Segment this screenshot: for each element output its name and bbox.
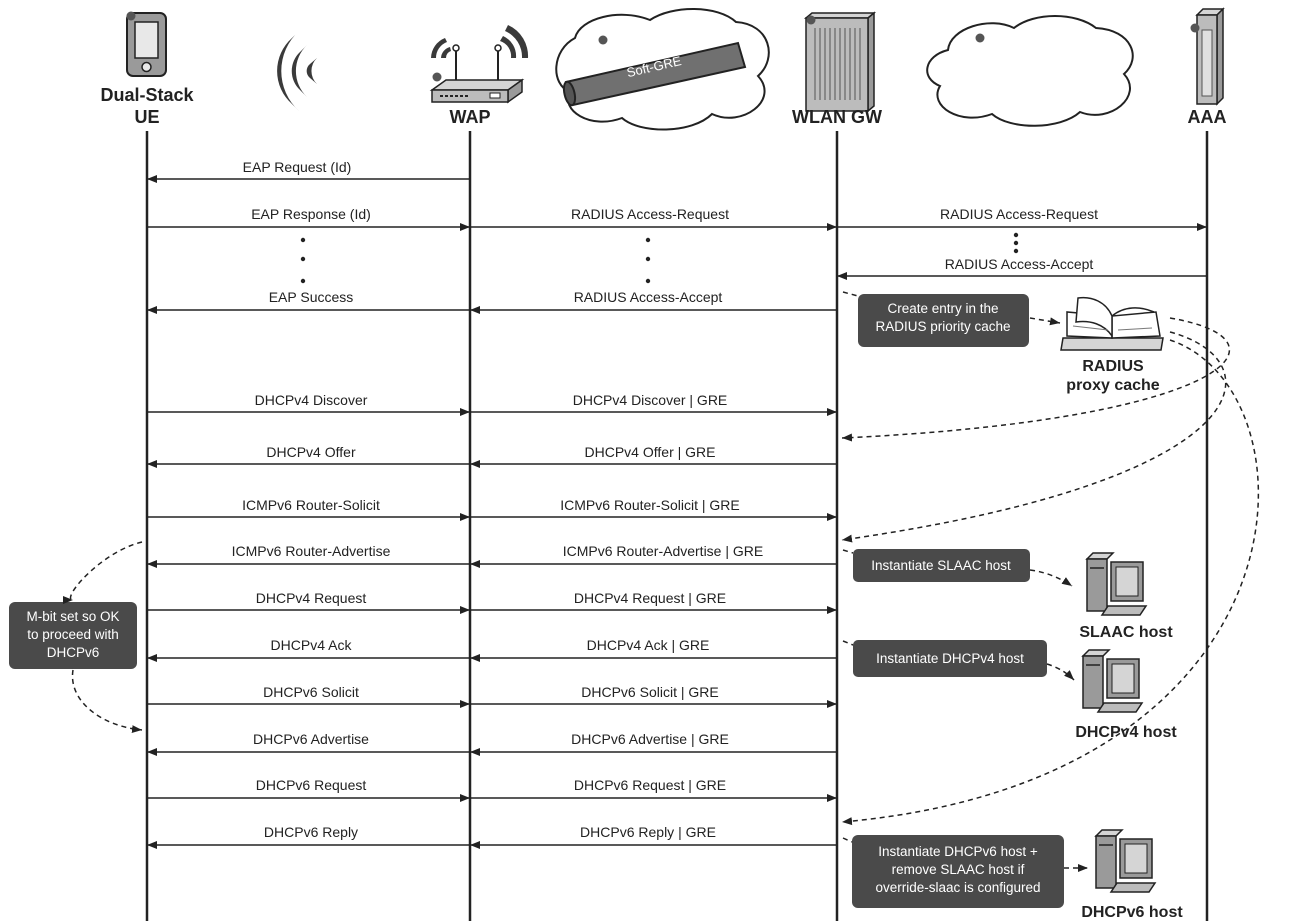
msg-v4-ack-gre: DHCPv4 Ack | GRE — [587, 637, 710, 653]
msg-rs: ICMPv6 Router-Solicit — [242, 497, 380, 513]
msg-eap-request: EAP Request (Id) — [243, 159, 352, 175]
msg-v6-advertise-gre: DHCPv6 Advertise | GRE — [571, 731, 729, 747]
ue-label-line2: UE — [134, 107, 159, 127]
book-icon — [1060, 296, 1164, 351]
wireless-router-icon — [429, 25, 529, 104]
note-dhcpv6-inst-line3: override-slaac is configured — [875, 880, 1040, 895]
dhcpv4-host-computer-icon — [1081, 649, 1144, 713]
note-slaac-inst-line1: Instantiate SLAAC host — [871, 558, 1011, 573]
gateway-server-icon — [803, 11, 877, 113]
aaa-server-icon — [1190, 7, 1225, 106]
note-mbit-line1: M-bit set so OK — [26, 609, 119, 624]
slaac-host-computer-icon — [1085, 552, 1148, 616]
note-mbit — [9, 602, 137, 669]
msg-v6-reply-gre: DHCPv6 Reply | GRE — [580, 824, 716, 840]
connector-ra-to-slaac-note — [842, 549, 854, 554]
connector-note-to-cache — [1029, 317, 1061, 326]
dhcpv6-host-label: DHCPv6 host — [1081, 904, 1183, 921]
msg-radius-req-2: RADIUS Access-Request — [940, 206, 1098, 222]
msg-ra: ICMPv6 Router-Advertise — [232, 543, 391, 559]
msg-v4-discover: DHCPv4 Discover — [255, 392, 368, 408]
note-create-entry — [858, 294, 1029, 347]
msg-v4-request: DHCPv4 Request — [256, 590, 367, 606]
phone-icon — [126, 11, 167, 77]
ue-label-line1: Dual-Stack — [100, 85, 194, 105]
msg-ra-gre: ICMPv6 Router-Advertise | GRE — [563, 543, 763, 559]
msg-v6-solicit-gre: DHCPv6 Solicit | GRE — [581, 684, 718, 700]
msg-v4-discover-gre: DHCPv4 Discover | GRE — [573, 392, 728, 408]
connector-ra-to-mbit-note — [62, 541, 143, 604]
cloud-icon — [926, 15, 1134, 127]
lifelines — [145, 131, 1209, 921]
connector-dhcpv4-note-to-host — [1046, 663, 1075, 681]
msg-v6-request: DHCPv6 Request — [256, 777, 367, 793]
msg-eap-response: EAP Response (Id) — [251, 206, 371, 222]
cloud-with-tunnel-icon: Soft-GRE — [555, 8, 770, 131]
connector-ack-to-dhcpv4-note — [842, 640, 854, 646]
note-dhcpv6-inst-line2: remove SLAAC host if — [892, 862, 1025, 877]
note-mbit-line3: DHCPv6 — [47, 645, 100, 660]
msg-v4-offer-gre: DHCPv4 Offer | GRE — [585, 444, 716, 460]
note-mbit-line2: to proceed with — [27, 627, 119, 642]
msg-v4-ack: DHCPv4 Ack — [271, 637, 353, 653]
connector-cache-to-offer — [841, 317, 1231, 442]
note-slaac-inst — [853, 549, 1030, 582]
msg-rs-gre: ICMPv6 Router-Solicit | GRE — [560, 497, 739, 513]
msg-radius-accept-2: RADIUS Access-Accept — [574, 289, 723, 305]
ellipsis-dots — [300, 232, 1019, 284]
note-create-entry-line2: RADIUS priority cache — [875, 319, 1010, 334]
msg-v6-reply: DHCPv6 Reply — [264, 824, 358, 840]
note-dhcpv6-inst — [852, 835, 1064, 908]
connector-reply-to-dhcpv6-note — [842, 837, 853, 843]
note-dhcpv4-inst — [853, 640, 1047, 677]
connector-slaac-note-to-host — [1029, 569, 1073, 587]
dhcpv6-host-computer-icon — [1094, 829, 1157, 893]
wlan-gw-label: WLAN GW — [792, 107, 882, 127]
wap-label: WAP — [449, 107, 490, 127]
msg-v4-offer: DHCPv4 Offer — [266, 444, 356, 460]
connector-cache-to-reply — [841, 339, 1260, 826]
msg-eap-success: EAP Success — [269, 289, 354, 305]
msg-v6-request-gre: DHCPv6 Request | GRE — [574, 777, 726, 793]
msg-radius-accept-1: RADIUS Access-Accept — [945, 256, 1094, 272]
aaa-label: AAA — [1188, 107, 1227, 127]
connector-mbit-note-to-solicit — [71, 669, 143, 734]
slaac-host-label: SLAAC host — [1079, 624, 1173, 641]
note-dhcpv6-inst-line1: Instantiate DHCPv6 host + — [878, 844, 1038, 859]
radius-cache-label-line2: proxy cache — [1066, 377, 1159, 394]
msg-v6-advertise: DHCPv6 Advertise — [253, 731, 369, 747]
note-dhcpv4-inst-line1: Instantiate DHCPv4 host — [876, 651, 1024, 666]
connector-cache-to-ra — [841, 331, 1227, 543]
radius-cache-label-line1: RADIUS — [1082, 358, 1144, 375]
wireless-signal-icon — [277, 31, 317, 111]
note-create-entry-line1: Create entry in the — [887, 301, 998, 316]
msg-radius-req-1: RADIUS Access-Request — [571, 206, 729, 222]
connector-accept-to-note — [842, 291, 859, 297]
dhcpv4-host-label: DHCPv4 host — [1075, 724, 1177, 741]
msg-v4-request-gre: DHCPv4 Request | GRE — [574, 590, 726, 606]
msg-v6-solicit: DHCPv6 Solicit — [263, 684, 359, 700]
